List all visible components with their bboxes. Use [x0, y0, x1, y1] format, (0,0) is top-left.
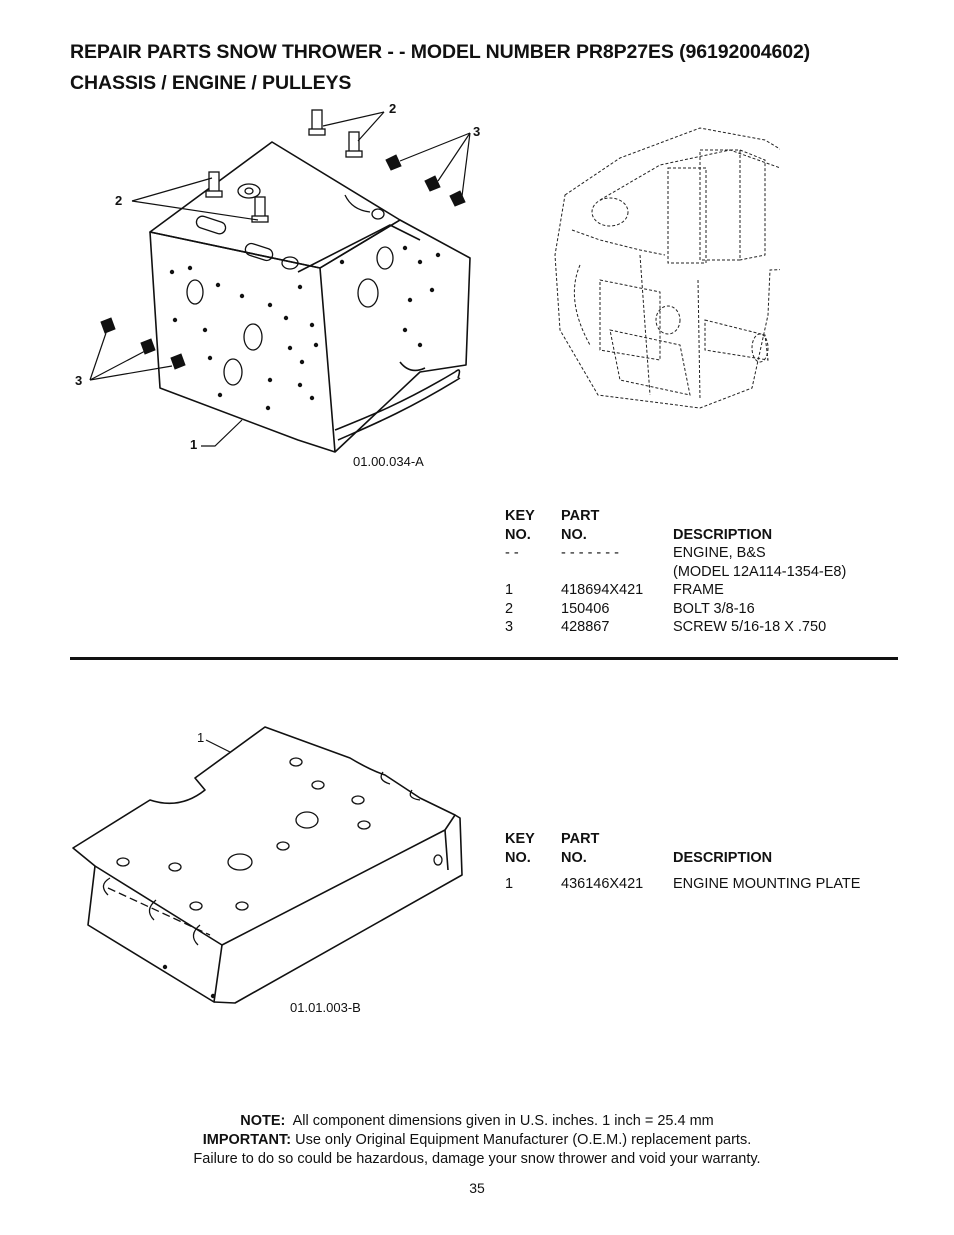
- callout-2-top: 2: [389, 101, 397, 116]
- table-row: (MODEL 12A114-1354-E8): [673, 563, 847, 580]
- figure-ref-1: 01.00.034-A: [353, 454, 424, 469]
- page-title: REPAIR PARTS SNOW THROWER - - MODEL NUMB…: [70, 41, 811, 63]
- engine-diagram: [554, 127, 780, 409]
- figure-ref-2: 01.01.003-B: [290, 1000, 361, 1015]
- section-divider: [70, 657, 898, 660]
- mounting-plate-diagram: [72, 726, 463, 1004]
- section-title: CHASSIS / ENGINE / PULLEYS: [70, 72, 352, 94]
- footer-notes: NOTE: All component dimensions given in …: [0, 1112, 954, 1169]
- important-line: IMPORTANT: Use only Original Equipment M…: [202, 1132, 752, 1148]
- callout-3-top: 3: [473, 124, 481, 139]
- col-description-header: DESCRIPTION: [673, 526, 773, 543]
- note-line: NOTE: All component dimensions given in …: [240, 1113, 714, 1129]
- callout-2-left: 2: [115, 193, 123, 208]
- callout-1-plate: 1: [197, 730, 205, 745]
- col-description-header: DESCRIPTION: [673, 849, 773, 866]
- page-number: 35: [469, 1180, 485, 1196]
- frame-diagram: [89, 109, 471, 453]
- warning-line: Failure to do so could be hazardous, dam…: [193, 1151, 761, 1167]
- callout-1-frame: 1: [190, 437, 198, 452]
- table-row: - -- - - - - - -ENGINE, B&S: [505, 545, 766, 561]
- callout-3-left: 3: [75, 373, 83, 388]
